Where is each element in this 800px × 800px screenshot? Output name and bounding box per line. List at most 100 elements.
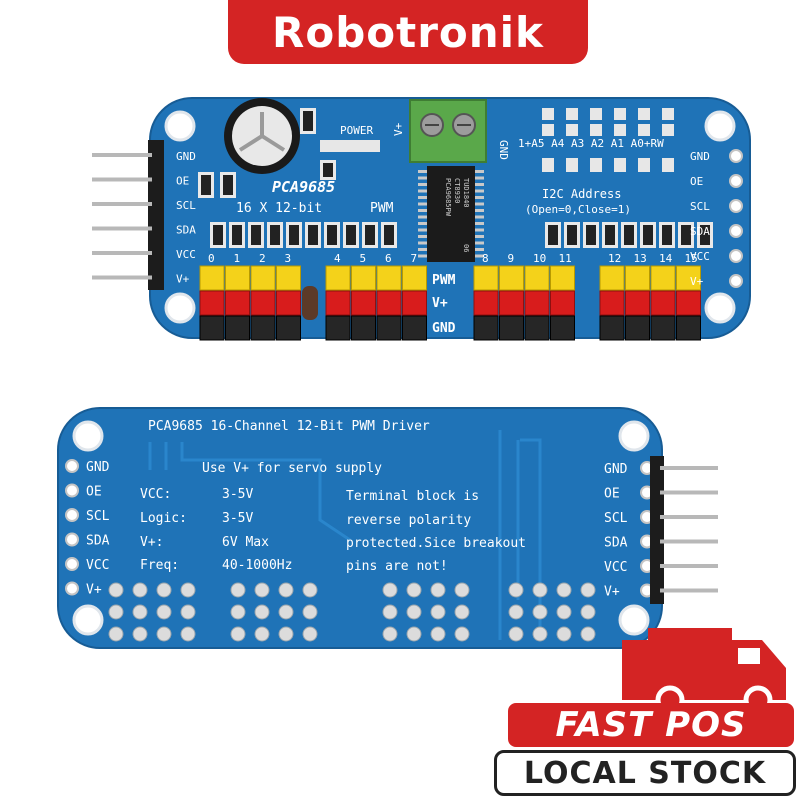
solder-pad xyxy=(532,604,548,620)
solder-pad xyxy=(180,604,196,620)
bottom-right-pin-label: GND xyxy=(604,462,628,477)
bottom-left-pin-label: OE xyxy=(86,485,102,500)
address-pad xyxy=(542,124,554,136)
solder-pad xyxy=(508,604,524,620)
channel-number: 10 xyxy=(533,252,546,265)
channel-number: 5 xyxy=(360,252,367,265)
solder-pad xyxy=(382,604,398,620)
left-pin-label: SDA xyxy=(176,224,196,237)
resistor-body xyxy=(201,175,211,195)
solder-pad xyxy=(556,626,572,642)
address-pad xyxy=(566,124,578,136)
solder-pad xyxy=(580,604,596,620)
header-vplus xyxy=(351,290,376,316)
chip-leg xyxy=(418,215,427,219)
bottom-left-pin-label: SCL xyxy=(86,509,110,524)
solder-pad xyxy=(556,604,572,620)
solder-pad xyxy=(230,582,246,598)
chip-leg xyxy=(475,176,484,180)
address-pad xyxy=(638,158,650,172)
address-pad xyxy=(590,124,602,136)
pin-pad xyxy=(65,483,79,498)
pin-pad xyxy=(729,249,743,263)
right-pin-label: SCL xyxy=(690,200,710,213)
left-pin-label: GND xyxy=(176,150,196,163)
header-gnd xyxy=(499,315,524,341)
solder-pad xyxy=(508,582,524,598)
address-pad xyxy=(590,158,602,172)
resistor-body xyxy=(308,225,318,245)
header-pwm xyxy=(550,265,575,291)
header-vplus xyxy=(625,290,650,316)
address-pad xyxy=(662,108,674,120)
resistor-body xyxy=(365,225,375,245)
resistor-body xyxy=(323,163,333,177)
solder-pad xyxy=(302,582,318,598)
bottom-left-pin-label: GND xyxy=(86,460,110,475)
terminal-block xyxy=(409,99,487,163)
resistor-body xyxy=(384,225,394,245)
header-pin xyxy=(92,275,152,280)
header-pwm xyxy=(199,265,225,291)
pin-pad xyxy=(729,174,743,188)
header-gnd xyxy=(599,315,625,341)
channel-number: 8 xyxy=(482,252,489,265)
i2c-note: (Open=0,Close=1) xyxy=(525,203,631,216)
spec-label-logic: Logic: xyxy=(140,511,187,526)
header-gnd xyxy=(225,315,250,341)
terminal-gnd-label: GND xyxy=(497,140,510,160)
header-pin xyxy=(660,490,718,495)
pin-pad xyxy=(65,459,79,473)
header-gnd xyxy=(325,315,351,341)
left-pin-header xyxy=(92,140,164,290)
solder-pad xyxy=(406,582,422,598)
right-pin-label: GND xyxy=(690,150,710,163)
solder-pad xyxy=(132,604,148,620)
chip-leg xyxy=(418,222,427,225)
resistor-body xyxy=(700,225,710,245)
header-gnd xyxy=(473,315,499,341)
pin-pad xyxy=(65,532,79,547)
solder-pad xyxy=(180,582,196,598)
header-pwm xyxy=(499,265,524,291)
left-pin-label: SCL xyxy=(176,199,196,212)
header-gnd xyxy=(625,315,650,341)
channel-number: 3 xyxy=(285,252,292,265)
header-pin xyxy=(660,564,718,568)
header-vplus xyxy=(225,290,250,316)
header-pwm xyxy=(676,265,701,291)
resistor-body xyxy=(270,225,280,245)
header-pwm xyxy=(650,265,676,291)
address-pad xyxy=(662,124,674,136)
chip-leg xyxy=(475,228,484,232)
pin-pad xyxy=(65,508,79,522)
header-gnd xyxy=(276,315,301,341)
spec-label-vcc: VCC: xyxy=(140,487,171,502)
address-pad xyxy=(590,108,602,120)
pwm-label: PWM xyxy=(370,201,394,216)
chip-marking-2: CT8930 xyxy=(453,178,461,203)
chip-leg xyxy=(475,183,484,186)
fast-pos-badge: FAST POS xyxy=(508,703,794,747)
solder-pad xyxy=(132,626,148,642)
address-bits: 1+A5 A4 A3 A2 A1 A0+RW xyxy=(518,137,664,150)
channel-number: 0 xyxy=(208,252,215,265)
header-vplus xyxy=(473,290,499,316)
resistor-body xyxy=(346,225,356,245)
channel-number: 11 xyxy=(559,252,572,265)
resistor-body xyxy=(605,225,615,245)
spec-value-vplus: 6V Max xyxy=(222,535,269,550)
header-pwm xyxy=(473,265,499,291)
pca9685-chip: PCA9685PW CT8930 TUD1840 06 xyxy=(427,166,475,262)
header-pin xyxy=(660,588,718,593)
header-vplus xyxy=(325,290,351,316)
solder-pad xyxy=(278,582,294,598)
chip-leg xyxy=(475,202,484,206)
resistor-body xyxy=(548,225,558,245)
chip-leg xyxy=(475,241,484,245)
resistor-body xyxy=(327,225,337,245)
header-pin xyxy=(660,539,718,544)
channel-number: 15 xyxy=(685,252,698,265)
board-subtitle: 16 X 12-bit xyxy=(236,201,322,216)
